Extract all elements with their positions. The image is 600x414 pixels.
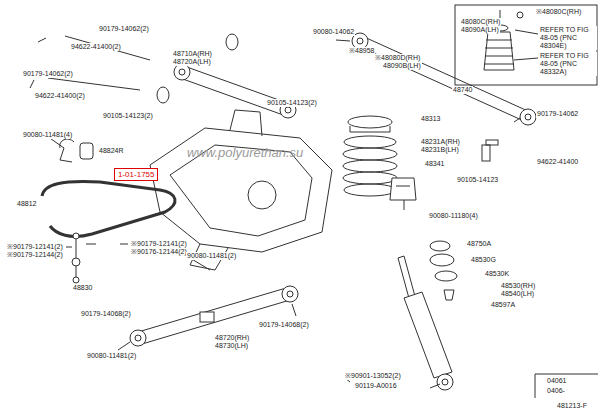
part-number: 48830 — [72, 284, 93, 292]
part-number: ※48080D(RH) — [374, 54, 421, 62]
part-number: 94622-41400 — [536, 158, 579, 166]
part-number: ※90179-12144(2) — [6, 251, 64, 259]
part-number: 90119-A0016 — [354, 382, 398, 390]
watermark: www.polyurethan.su — [186, 146, 304, 160]
part-number: ※48080C(RH) — [535, 8, 582, 16]
part-number: 48720A(LH) — [172, 58, 212, 66]
part-number: 90105-14123 — [456, 176, 499, 184]
part-number: 90080-11481(2) — [86, 352, 137, 360]
part-number: ※90179-12141(2) — [6, 243, 64, 251]
part-number: 48231A(RH) — [420, 138, 461, 146]
part-number: 48720(RH) — [214, 334, 250, 342]
part-number: 90080-11481(4) — [22, 131, 73, 139]
part-number: 48231B(LH) — [420, 146, 460, 154]
part-number: 90080-11180(4) — [428, 212, 479, 220]
part-code: 1-01-1755 — [118, 170, 154, 179]
part-number: 90179-14068(2) — [80, 310, 132, 318]
part-number: 90179-14062(2) — [22, 70, 74, 78]
part-number: ※90901-13052(2) — [344, 372, 402, 380]
part-number: 94622-41400(2) — [34, 92, 86, 100]
part-number: 48530G — [470, 256, 497, 264]
part-number: 48090A(LH) — [460, 26, 500, 34]
part-number: 90105-14123(2) — [102, 112, 154, 120]
part-number: 48710A(RH) — [172, 50, 213, 58]
part-number: 90179-14062(2) — [98, 25, 150, 33]
part-number: 90105-14123(2) — [266, 99, 318, 107]
part-number: 48824R — [98, 147, 125, 155]
part-number: 48750A — [466, 240, 492, 248]
part-number: ※90179-12141(2) — [130, 240, 188, 248]
part-number: 48812 — [16, 200, 37, 208]
part-number: 48090B(LH) — [382, 62, 422, 70]
part-number: 48597A — [490, 301, 516, 309]
part-number: REFER TO FIG 48-05 (PNC 48332A) — [539, 52, 597, 76]
part-number: 94622-41400(2) — [70, 43, 122, 51]
part-number: REFER TO FIG 48-05 (PNC 48304E) — [539, 26, 597, 50]
part-number: 48740 — [452, 86, 473, 94]
part-number: 90080-14062 — [312, 28, 355, 36]
part-number: 48530K — [484, 270, 510, 278]
part-number: 48540(LH) — [500, 290, 535, 298]
part-number: 04061 — [546, 377, 567, 385]
part-number: 90179-14068(2) — [258, 321, 310, 329]
part-number: 48530(RH) — [500, 282, 536, 290]
part-number: 0406- — [546, 387, 566, 395]
part-number: ※90176-12144(2) — [130, 248, 188, 256]
part-number: 90080-11481(2) — [186, 252, 237, 260]
highlight-box: 1-01-1755 — [114, 168, 158, 181]
part-number: 48730(LH) — [214, 342, 249, 350]
part-number: ※48958 — [348, 47, 375, 55]
part-number: 48080C(RH) — [460, 18, 501, 26]
part-number: 48341 — [424, 160, 445, 168]
part-number: 481213-F — [556, 402, 588, 410]
part-number: 48313 — [420, 115, 441, 123]
part-number: 90179-14062 — [536, 110, 579, 118]
